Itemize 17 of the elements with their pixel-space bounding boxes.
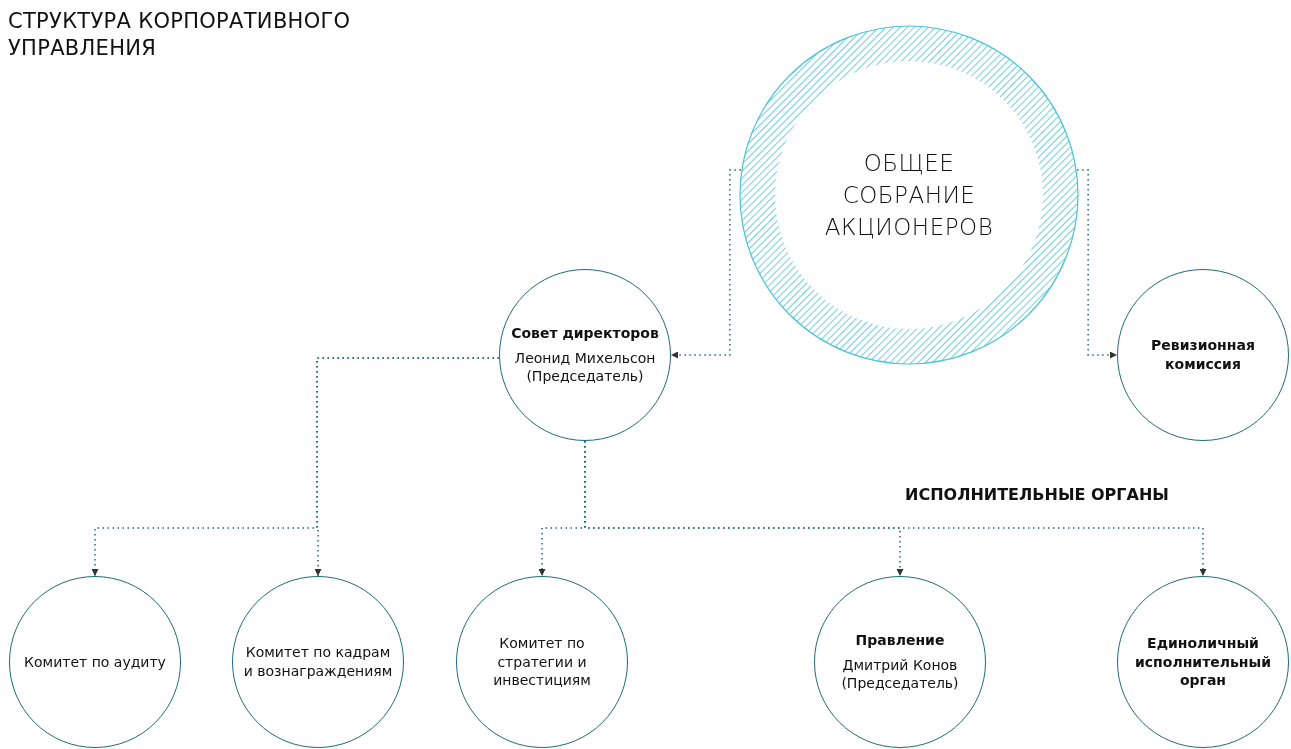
dotted-arrow [1076, 169, 1118, 359]
node-text: Комитет по аудиту [24, 652, 166, 672]
node-text: Комитет по кадрам и вознаграждениям [243, 643, 393, 681]
node-text: Дмитрий Конов (Председатель) [840, 655, 960, 694]
diagram-title: СТРУКТУРА КОРПОРАТИВНОГО УПРАВЛЕНИЯ [8, 8, 352, 63]
node-text: Комитет по стратегии и инвестициям [492, 633, 592, 691]
node-text: ОБЩЕЕ СОБРАНИЕ АКЦИОНЕРОВ [823, 148, 995, 243]
hatched-ring-node [739, 25, 1079, 365]
dotted-arrow [670, 169, 742, 359]
node-heading: Совет директоров [511, 323, 659, 343]
dotted-arrow [314, 357, 500, 577]
section-heading: ИСПОЛНИТЕЛЬНЫЕ ОРГАНЫ [905, 485, 1169, 504]
node-text: Леонид Михельсон (Председатель) [513, 348, 657, 387]
node-heading: Единоличный исполнительный орган [1134, 633, 1272, 691]
node-heading: Правление [855, 630, 945, 650]
dotted-arrow [584, 440, 1207, 577]
node-heading: Ревизионная комиссия [1150, 336, 1256, 374]
